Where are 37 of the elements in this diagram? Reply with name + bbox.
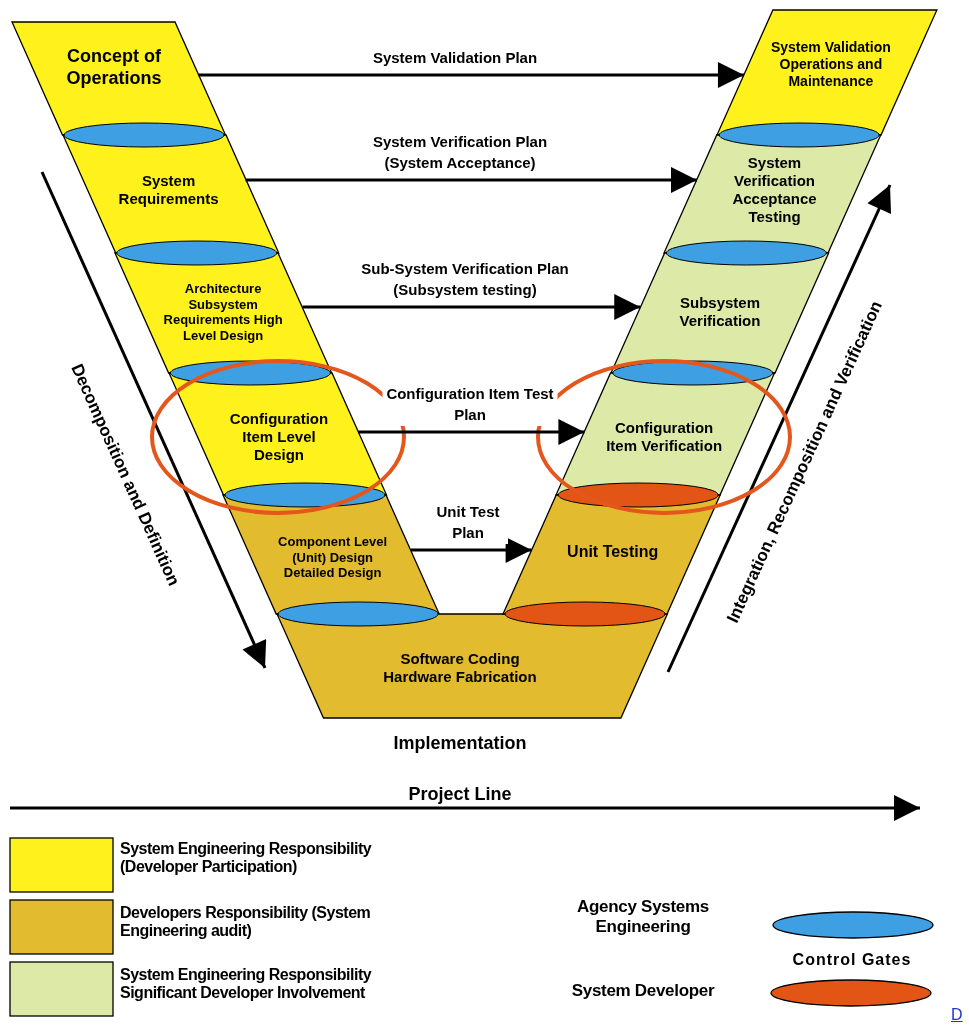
stage-label: Unit Testing bbox=[566, 542, 660, 562]
legend-text: Agency Systems Engineering bbox=[576, 897, 710, 937]
stage-label: Configuration Item Verification bbox=[605, 419, 724, 455]
control-gate bbox=[504, 601, 666, 627]
stage-label: Concept of Operations bbox=[65, 46, 163, 90]
arrow bbox=[198, 62, 744, 88]
legend-text: System Engineering Responsibility Significant Developer Involvement bbox=[120, 966, 373, 1003]
control-gate bbox=[224, 482, 386, 508]
legend-heading: Control Gates bbox=[792, 951, 912, 969]
control-gate bbox=[557, 482, 719, 508]
stage-segment bbox=[717, 10, 937, 135]
arrow bbox=[302, 294, 641, 320]
legend-text: Developers Responsibility (System Engineering audit) bbox=[120, 904, 372, 941]
link: D bbox=[951, 1006, 963, 1024]
arrow bbox=[245, 167, 697, 193]
control-gate bbox=[116, 240, 278, 266]
control-gate bbox=[63, 122, 225, 148]
stage-label: System Verification Acceptance Testing bbox=[731, 154, 818, 226]
stage-segment bbox=[12, 22, 226, 135]
phase-label: Implementation bbox=[393, 732, 527, 754]
arrow bbox=[411, 537, 532, 563]
stage-label: Software Coding Hardware Fabrication bbox=[382, 650, 538, 686]
stage-label: System Validation Operations and Maintenance bbox=[769, 38, 892, 90]
legend-text: System Engineering Responsibility (Developer Participation) bbox=[120, 840, 373, 877]
arrow bbox=[358, 419, 585, 445]
stage-label: Component Level (Unit) Design Detailed Design bbox=[277, 533, 389, 581]
stage-label: Architecture Subsystem Requirements High Level Design bbox=[162, 280, 284, 344]
control-gate bbox=[718, 122, 880, 148]
control-gate bbox=[612, 360, 774, 386]
legend-text: System Developer bbox=[570, 981, 716, 1001]
control-gate bbox=[665, 240, 827, 266]
control-gate bbox=[169, 360, 331, 386]
control-gate bbox=[277, 601, 439, 627]
axis-label: Project Line bbox=[408, 783, 512, 805]
stage-label: System Requirements bbox=[117, 172, 220, 208]
stage-label: Configuration Item Level Design bbox=[228, 410, 330, 464]
stage-label: Subsystem Verification bbox=[678, 294, 762, 330]
